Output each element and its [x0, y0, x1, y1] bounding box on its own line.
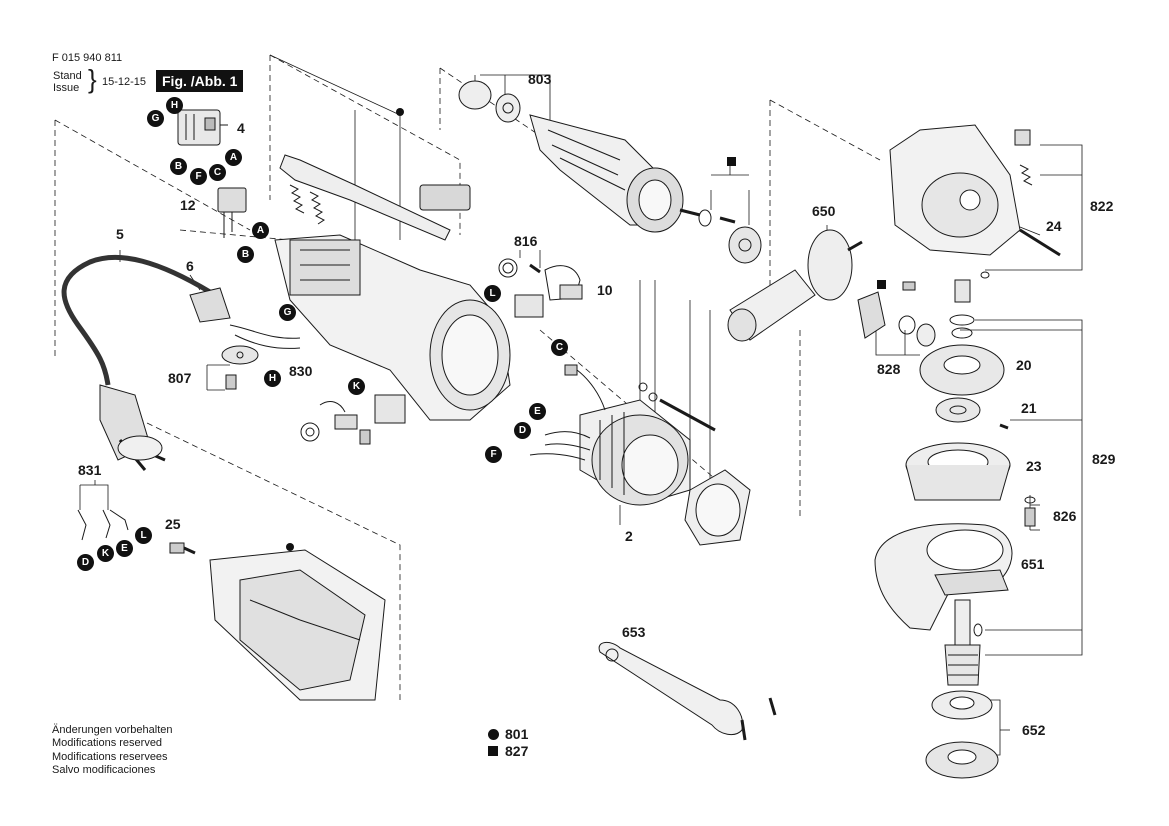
note-german: Änderungen vorbehalten	[52, 724, 173, 736]
part-number-830: 830	[289, 363, 313, 379]
part-number-25: 25	[165, 516, 181, 532]
springs	[289, 184, 325, 225]
part-number-10: 10	[597, 282, 613, 298]
part-number-2: 2	[625, 528, 633, 544]
wheel-guard-651	[874, 523, 1013, 631]
brush-springs-816	[498, 258, 541, 278]
pinion-828	[857, 281, 936, 347]
bearing-21	[935, 397, 981, 423]
bearing-flange-23	[905, 423, 1011, 501]
note-spanish: Salvo modificaciones	[52, 763, 156, 776]
connector-l: L	[484, 285, 501, 302]
plug-5	[99, 384, 166, 471]
stator-screws	[638, 382, 716, 432]
part-number-651: 651	[1021, 556, 1045, 572]
leader-lines	[79, 54, 1083, 756]
carbon-brush-10	[514, 265, 583, 318]
capacitor-12	[217, 187, 247, 238]
connector-d: D	[514, 422, 531, 439]
armature-803	[458, 80, 701, 233]
part-number-652: 652	[1022, 722, 1046, 738]
connector-f: F	[190, 168, 207, 185]
legend-dot-code: 801	[505, 726, 529, 742]
part-number-807: 807	[168, 370, 192, 386]
pin-wrench-653	[598, 642, 777, 741]
connector-l: L	[135, 527, 152, 544]
part-number-828: 828	[877, 361, 901, 377]
part-number-831: 831	[78, 462, 102, 478]
part-number-21: 21	[1021, 400, 1037, 416]
switch-block-4	[177, 109, 228, 146]
gear-housing	[889, 124, 1061, 303]
part-number-826: 826	[1053, 508, 1077, 524]
modification-notes: Änderungen vorbehalten Modifications res…	[52, 724, 172, 777]
cable-protector-6	[189, 287, 231, 323]
stand-issue-label: Stand Issue	[53, 70, 82, 94]
stand-label: Stand	[53, 70, 82, 82]
part-number-829: 829	[1092, 451, 1116, 467]
part-number-24: 24	[1046, 218, 1062, 234]
legend-square-icon	[488, 746, 498, 756]
cable-clamp-807	[221, 345, 259, 390]
figure-label: Fig. /Abb. 1	[156, 70, 244, 92]
connector-b: B	[237, 246, 254, 263]
power-cable-5	[61, 254, 212, 386]
connector-c: C	[551, 339, 568, 356]
part-number-6: 6	[186, 258, 194, 274]
issue-label: Issue	[53, 82, 80, 94]
part-number-20: 20	[1016, 357, 1032, 373]
part-number-650: 650	[812, 203, 836, 219]
markers	[286, 108, 886, 551]
connector-g: G	[279, 304, 296, 321]
connector-b: B	[170, 158, 187, 175]
brush-holder	[300, 394, 406, 445]
part-number-816: 816	[514, 233, 538, 249]
brace-glyph: }	[88, 64, 97, 94]
part-number-653: 653	[622, 624, 646, 640]
connector-h: H	[264, 370, 281, 387]
wire-leads	[229, 324, 301, 349]
connector-k: K	[97, 545, 114, 562]
connector-d: D	[77, 554, 94, 571]
bevel-gear-20	[919, 314, 1005, 396]
connector-a: A	[225, 149, 242, 166]
terminals-831	[77, 509, 129, 541]
part-number-12: 12	[180, 197, 196, 213]
connector-h: H	[166, 97, 183, 114]
switch-slider	[279, 154, 471, 241]
part-number-5: 5	[116, 226, 124, 242]
spindle	[944, 599, 983, 686]
part-number-822: 822	[1090, 198, 1114, 214]
note-english: Modifications reserved	[52, 737, 163, 750]
part-number-4: 4	[237, 120, 245, 136]
armature-small-parts	[698, 209, 762, 264]
note-french: Modifications reservees	[52, 750, 168, 763]
connector-e: E	[529, 403, 546, 420]
legend-dot-icon	[488, 729, 499, 740]
side-handle-650	[727, 229, 863, 342]
connector-k: K	[348, 378, 365, 395]
connector-e: E	[116, 540, 133, 557]
flange-plate	[684, 469, 751, 546]
connector-f: F	[485, 446, 502, 463]
document-number: F 015 940 811	[52, 52, 123, 64]
connector-a: A	[252, 222, 269, 239]
motor-housing	[274, 234, 511, 421]
connector-g: G	[147, 110, 164, 127]
connector-c: C	[209, 164, 226, 181]
screw-25	[169, 542, 196, 555]
screw-826	[1024, 496, 1036, 527]
part-number-803: 803	[528, 71, 552, 87]
part-number-23: 23	[1026, 458, 1042, 474]
issue-date: 15-12-15	[102, 76, 147, 88]
legend-square-code: 827	[505, 743, 529, 759]
stator-2	[529, 364, 691, 506]
rear-housing	[209, 549, 386, 701]
flange-nuts-652	[925, 690, 999, 779]
